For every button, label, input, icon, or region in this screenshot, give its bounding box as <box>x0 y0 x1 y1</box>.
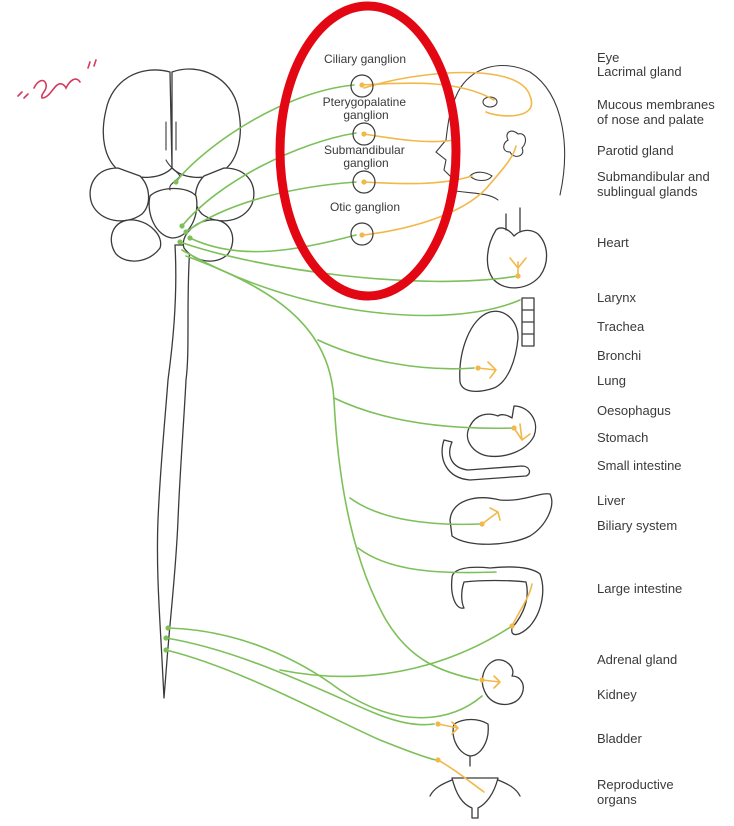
label-line: Mucous membranes <box>597 97 715 112</box>
label-line: Eye <box>597 50 619 65</box>
synapse-dot <box>359 82 364 87</box>
label-line: Lung <box>597 373 626 388</box>
label-trachea: Trachea <box>597 319 645 334</box>
label-line: Submandibular <box>324 143 405 157</box>
label-line: Lacrimal gland <box>597 64 682 79</box>
synapse-dot <box>515 273 520 278</box>
label-line: Bronchi <box>597 348 641 363</box>
temporal-lobe-left <box>90 168 148 221</box>
label-mucous-membranes: Mucous membranes of nose and palate <box>597 97 718 127</box>
synapse-dot <box>479 521 484 526</box>
lung-drawing <box>460 311 518 391</box>
stomach-drawing <box>467 406 535 456</box>
synapse-dot <box>509 623 514 628</box>
preganglionic-origin-dot <box>173 179 178 184</box>
synapse-dot <box>361 179 366 184</box>
label-bronchi: Bronchi <box>597 348 641 363</box>
post-fiber-nose <box>364 134 454 142</box>
synapse-dot <box>361 131 366 136</box>
vagus-larynx <box>182 250 520 315</box>
target-labels: Eye Lacrimal gland Mucous membranes of n… <box>597 50 718 807</box>
label-kidney: Kidney <box>597 687 637 702</box>
label-line: Oesophagus <box>597 403 671 418</box>
synapse-dot <box>435 757 440 762</box>
label-oesophagus: Oesophagus <box>597 403 671 418</box>
sacral-2 <box>166 638 434 725</box>
label-adrenal-gland: Adrenal gland <box>597 652 677 667</box>
preganglionic-origin-dot <box>177 239 182 244</box>
preganglionic-origin-dot <box>183 229 188 234</box>
label-line: Adrenal gland <box>597 652 677 667</box>
sacral-1 <box>168 628 482 718</box>
label-line: ganglion <box>343 108 388 122</box>
kidney-drawing <box>482 660 523 705</box>
label-bladder: Bladder <box>597 731 642 746</box>
label-line: Kidney <box>597 687 637 702</box>
synapse-dot <box>435 721 440 726</box>
label-line: Reproductive <box>597 777 674 792</box>
parotid-drawing <box>504 131 526 156</box>
preganglionic-origin-dot <box>163 635 168 640</box>
spinal-cord <box>157 245 190 698</box>
label-line: Ciliary ganglion <box>324 52 406 66</box>
brain-and-spinal-cord <box>90 69 254 698</box>
temporal-lobe-right <box>195 168 253 221</box>
label-line: Pterygopalatine <box>323 95 407 109</box>
salivary-drawing <box>470 172 492 180</box>
label-line: organs <box>597 792 637 807</box>
label-line: Liver <box>597 493 626 508</box>
cerebellum-left <box>111 220 160 261</box>
label-line: Small intestine <box>597 458 682 473</box>
preganglionic-origin-dot <box>163 647 168 652</box>
label-larynx: Larynx <box>597 290 637 305</box>
label-otic-ganglion: Otic ganglion <box>330 200 400 214</box>
label-submandibular-glands: Submandibular and sublingual glands <box>597 169 713 199</box>
label-line: Parotid gland <box>597 143 674 158</box>
label-biliary-system: Biliary system <box>597 518 677 533</box>
label-line: ganglion <box>343 156 388 170</box>
label-reproductive-organs: Reproductive organs <box>597 777 677 807</box>
vagus-trunk <box>186 256 478 680</box>
label-line: Larynx <box>597 290 637 305</box>
label-line: of nose and palate <box>597 112 704 127</box>
label-eye: Eye Lacrimal gland <box>597 50 682 79</box>
label-line: sublingual glands <box>597 184 698 199</box>
bladder-drawing <box>453 720 488 767</box>
label-line: Biliary system <box>597 518 677 533</box>
label-lung: Lung <box>597 373 626 388</box>
large-intestine-drawing <box>452 567 543 635</box>
sacral-3 <box>166 650 436 760</box>
label-line: Large intestine <box>597 581 682 596</box>
label-line: Bladder <box>597 731 642 746</box>
handwritten-scribble <box>18 60 96 98</box>
synapse-dot <box>479 677 484 682</box>
label-line: Trachea <box>597 319 645 334</box>
label-line: Submandibular and <box>597 169 710 184</box>
synapse-dot <box>475 365 480 370</box>
cerebrum <box>103 69 240 177</box>
preganglionic-origin-dot <box>179 223 184 228</box>
synapse-dot <box>511 425 516 430</box>
label-pterygopalatine-ganglion: Pterygopalatine ganglion <box>323 95 410 122</box>
label-liver: Liver <box>597 493 626 508</box>
label-large-intestine: Large intestine <box>597 581 682 596</box>
label-line: Stomach <box>597 430 648 445</box>
preganglionic-origin-dot <box>187 235 192 240</box>
synapse-dot <box>359 232 364 237</box>
label-parotid-gland: Parotid gland <box>597 143 674 158</box>
uterus-drawing <box>430 778 520 818</box>
label-small-intestine: Small intestine <box>597 458 682 473</box>
label-heart: Heart <box>597 235 629 250</box>
label-submandibular-ganglion: Submandibular ganglion <box>324 143 408 170</box>
preganglionic-origin-dot <box>165 625 170 630</box>
vagus-lung <box>318 340 474 369</box>
label-ciliary-ganglion: Ciliary ganglion <box>324 52 406 66</box>
liver-drawing <box>450 494 552 545</box>
label-line: Heart <box>597 235 629 250</box>
larynx-trachea-drawing <box>522 298 534 346</box>
label-line: Otic ganglion <box>330 200 400 214</box>
label-stomach: Stomach <box>597 430 648 445</box>
